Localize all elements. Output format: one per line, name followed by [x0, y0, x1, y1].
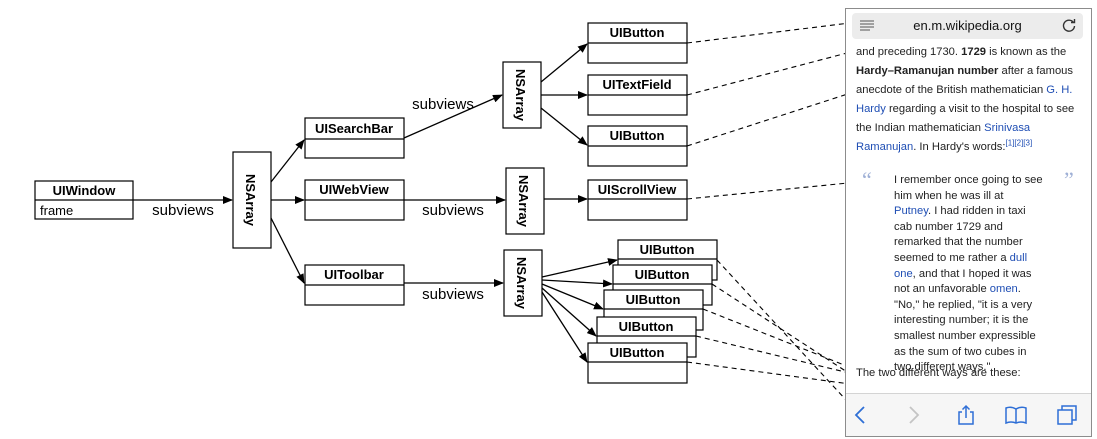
edge-to-searchbar-button-1	[540, 43, 588, 83]
text-bold: 1729	[961, 46, 987, 58]
dash-scrollview-to-content	[686, 181, 859, 200]
subviews-label: subviews	[422, 202, 484, 219]
article-link[interactable]: dull	[1009, 251, 1028, 264]
nsarray-label: NSArray	[243, 174, 258, 227]
uiwebview-node: UIWebView	[304, 179, 405, 221]
article-link[interactable]: omen	[989, 283, 1018, 296]
nsarray-node-webview: NSArray	[505, 167, 545, 235]
share-icon[interactable]	[955, 404, 977, 426]
subviews-label: subviews	[412, 96, 474, 113]
reader-list-icon[interactable]	[860, 20, 874, 32]
nsarray-label: NSArray	[513, 69, 528, 122]
dash-button-to-reader	[686, 21, 859, 44]
quote-line: as the sum of two cubes in	[894, 345, 1027, 358]
citation-link[interactable]: [1][2][3]	[1005, 138, 1033, 148]
text-span: after a famous	[998, 65, 1073, 77]
uiscrollview-title: UIScrollView	[598, 182, 677, 197]
article-text-after-quote: The two different ways are these:	[856, 367, 1021, 379]
uibutton-title: UIButton	[619, 319, 674, 334]
text-span: .	[1017, 283, 1021, 296]
quote-line: remarked that the number	[894, 236, 1023, 249]
uibutton-title: UIButton	[640, 242, 695, 257]
subviews-label: subviews	[422, 286, 484, 303]
uitextfield-title: UITextField	[602, 77, 671, 92]
uibutton-title: UIButton	[626, 292, 681, 307]
text-span: . I had ridden in taxi	[928, 205, 1026, 218]
quote-line: I remember once going to see	[894, 174, 1043, 186]
uibutton-title: UIButton	[635, 267, 690, 282]
blockquote: “ ” I remember once going to see him whe…	[856, 167, 1084, 373]
back-chevron-icon[interactable]	[850, 404, 872, 426]
dash-toolbar-to-forward	[711, 283, 911, 414]
edge-to-toolbar-button-3	[541, 283, 604, 310]
reload-icon[interactable]	[1061, 17, 1077, 33]
subviews-label: subviews	[152, 202, 214, 219]
text-bold: Hardy–Ramanujan number	[856, 65, 999, 77]
nsarray-node-toolbar: NSArray	[503, 249, 543, 317]
article-link[interactable]: one	[894, 267, 913, 280]
article-link[interactable]: G. H.	[1046, 84, 1073, 96]
uibutton-title: UIButton	[610, 345, 665, 360]
quote-text: I remember once going to see him when he…	[894, 173, 1044, 376]
text-span: and preceding 1730.	[856, 46, 962, 58]
nsarray-label: NSArray	[516, 175, 531, 228]
quote-line: two different ways."	[894, 361, 991, 374]
text-span: anecdote of the British mathematician	[856, 84, 1047, 96]
edge-to-toolbar-button-1	[541, 258, 618, 278]
searchbar-uibutton-1: UIButton	[587, 22, 688, 64]
edge-to-searchbar	[270, 139, 305, 183]
article-link[interactable]: Putney	[894, 205, 928, 218]
dash-toolbar-to-back	[716, 259, 859, 414]
nsarray-node-level1: NSArray	[232, 151, 272, 249]
edge-to-toolbar-button-2	[541, 279, 613, 288]
quote-line: cab number 1729 and	[894, 220, 1003, 233]
text-span: seemed to me rather a	[894, 251, 1010, 264]
url-field[interactable]: en.m.wikipedia.org	[913, 18, 1022, 33]
uibutton-title: UIButton	[610, 128, 665, 143]
nsarray-node-searchbar: NSArray	[502, 61, 542, 129]
edge-to-toolbar-button-5	[541, 291, 588, 363]
browser-toolbar	[846, 393, 1091, 436]
quote-line: "No," he replied, "it is a very	[894, 298, 1033, 311]
article-link[interactable]: Hardy	[856, 103, 886, 115]
text-span: the Indian mathematician	[856, 122, 985, 134]
open-quote-mark: “	[862, 167, 872, 192]
article-text: and preceding 1730. 1729 is known as the…	[856, 43, 1084, 157]
uiwebview-title: UIWebView	[319, 182, 389, 197]
quote-line: interesting number; it is the	[894, 314, 1029, 327]
uiwindow-node: UIWindow frame	[34, 180, 134, 220]
uibutton-title: UIButton	[610, 25, 665, 40]
uisearchbar-title: UISearchBar	[315, 121, 393, 136]
uisearchbar-node: UISearchBar	[304, 117, 405, 159]
edge-to-searchbar-button-2	[540, 107, 588, 146]
toolbar-uibutton-5: UIButton	[587, 342, 688, 384]
forward-chevron-icon[interactable]	[902, 404, 924, 426]
edge-to-toolbar	[270, 217, 305, 284]
uiwindow-frame-field: frame	[40, 203, 73, 218]
edge-searchbar-subviews	[403, 94, 503, 139]
text-span: not an unfavorable	[894, 283, 990, 296]
text-span: , and that I hoped it was	[912, 267, 1032, 280]
uiwindow-title: UIWindow	[53, 183, 117, 198]
quote-line: smallest number expressible	[894, 329, 1036, 342]
text-span: . In Hardy's words:	[913, 141, 1006, 153]
uitoolbar-title: UIToolbar	[324, 267, 384, 282]
quote-line: him when he was ill at	[894, 189, 1004, 202]
search-bar[interactable]: en.m.wikipedia.org	[852, 13, 1083, 39]
article-link[interactable]: Srinivasa	[984, 122, 1031, 134]
article-link[interactable]: Ramanujan	[856, 141, 914, 153]
dash-textfield-to-url	[686, 21, 966, 96]
bookmarks-book-icon[interactable]	[1005, 404, 1027, 426]
close-quote-mark: ”	[1064, 167, 1074, 192]
searchbar-uibutton-2: UIButton	[587, 125, 688, 167]
uitoolbar-node: UIToolbar	[304, 264, 405, 306]
edge-to-toolbar-button-4	[541, 287, 597, 337]
text-span: regarding a visit to the hospital to see	[885, 103, 1075, 115]
webview-uiscrollview: UIScrollView	[587, 179, 688, 221]
text-span: is known as the	[986, 46, 1067, 58]
searchbar-uitextfield: UITextField	[587, 74, 688, 116]
phone-screen: en.m.wikipedia.org and preceding 1730. 1…	[845, 8, 1092, 437]
tabs-icon[interactable]	[1056, 404, 1078, 426]
nsarray-label: NSArray	[514, 257, 529, 310]
